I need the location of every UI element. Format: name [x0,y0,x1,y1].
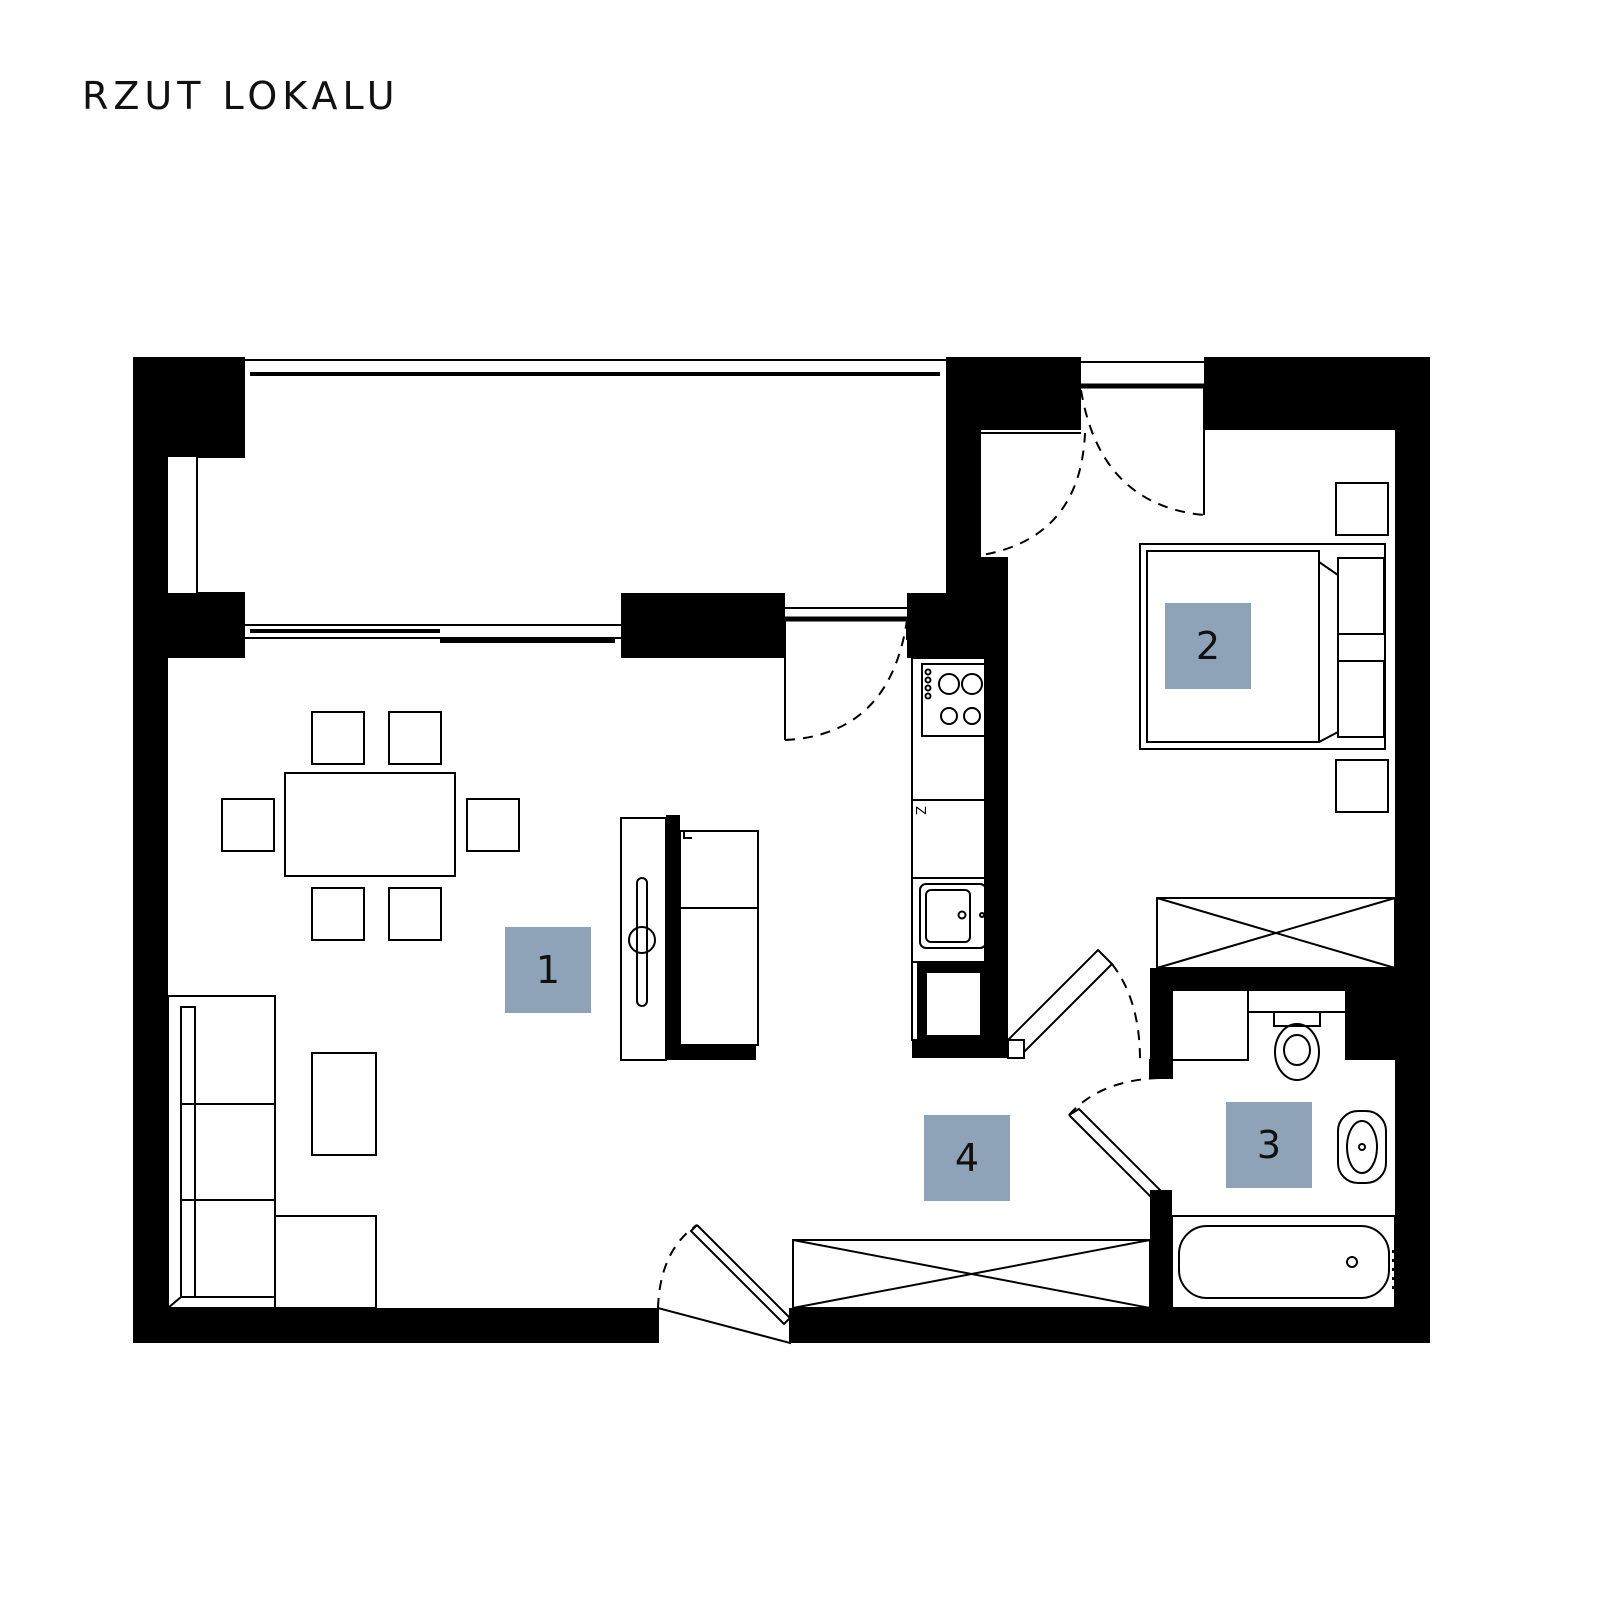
kitchen-counter [911,657,990,1045]
chair [388,711,442,765]
dining-table [284,772,456,877]
chair [311,887,365,941]
room-number: 1 [536,948,560,992]
bed [1139,482,1389,813]
room-number: 3 [1257,1123,1281,1167]
fridge [917,963,990,1045]
chair [466,798,520,852]
doors [657,386,1205,1345]
bathtub [1171,1215,1396,1309]
side-unit [274,1215,377,1309]
chair [311,711,365,765]
page-title: RZUT LOKALU [82,74,400,118]
chair [388,887,442,941]
room-number: 4 [955,1136,979,1180]
room-number: 2 [1196,624,1220,668]
coffee-table [311,1052,377,1156]
wardrobe-bedroom [1156,897,1396,969]
kitchen-island [620,817,759,1061]
sink [919,883,987,949]
room-badge-4: 4 [924,1115,1010,1201]
room-badge-3: 3 [1226,1102,1312,1188]
washbasin [1337,1110,1387,1184]
washing-machine [1171,989,1249,1061]
toilet [1274,1023,1320,1081]
bathroom-fixtures [1161,989,1398,1309]
walls [133,357,1430,1343]
room-badge-1: 1 [505,927,591,1013]
stove-marker: Z [912,806,927,815]
chair [221,798,275,852]
furniture [167,482,1398,1309]
wardrobe-hall [792,1239,1151,1309]
balcony [196,359,946,594]
stove [921,663,986,737]
room-badge-2: 2 [1165,603,1251,689]
sofa [167,995,276,1309]
